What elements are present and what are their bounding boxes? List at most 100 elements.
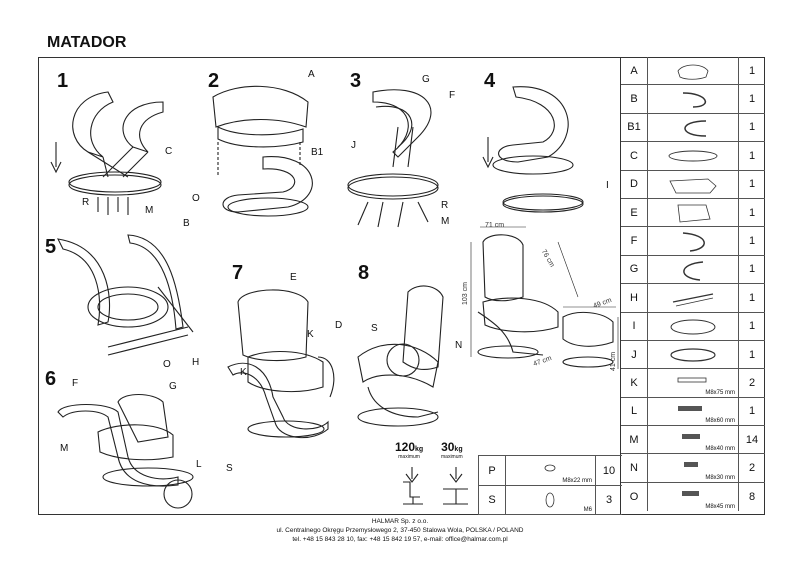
part-letter: G bbox=[621, 255, 648, 284]
part-qty: 8 bbox=[748, 491, 756, 504]
part-bolt-icon: M8x60 mm bbox=[648, 397, 739, 426]
part-letter: K bbox=[621, 369, 648, 397]
part-letter: I bbox=[621, 312, 648, 340]
label-s7-K: K bbox=[307, 329, 314, 340]
dimension-height: 103 cm bbox=[461, 282, 469, 305]
part-letter: B bbox=[621, 85, 648, 113]
dimension-footrest-height: 41 cm bbox=[610, 351, 618, 372]
step-number-5: 5 bbox=[45, 236, 57, 258]
weight-footrest-value: 30 bbox=[441, 440, 455, 454]
weight-chair-note: maximum bbox=[398, 454, 420, 460]
part-seat-icon bbox=[648, 170, 739, 198]
part-letter: S bbox=[478, 486, 506, 514]
part-letter: N bbox=[621, 454, 648, 482]
label-s5-H: H bbox=[192, 357, 200, 368]
label-s3-F: F bbox=[449, 90, 456, 101]
label-s2-B1: B1 bbox=[311, 147, 324, 158]
part-letter: M bbox=[621, 426, 648, 454]
label-s8-N: N bbox=[455, 340, 463, 351]
part-bolt-icon: M8x30 mm bbox=[648, 454, 739, 482]
weight-footrest: 30kg maximum bbox=[441, 440, 463, 460]
label-s1-C: C bbox=[165, 146, 173, 157]
weight-chair-value: 120 bbox=[395, 440, 416, 454]
label-s4-I: I bbox=[606, 180, 609, 191]
step8-drawing bbox=[357, 285, 444, 427]
part-letter: H bbox=[621, 284, 648, 312]
step3-drawing bbox=[347, 89, 439, 228]
part-letter: L bbox=[621, 397, 648, 426]
weight-chair: 120kg maximum bbox=[395, 440, 423, 460]
step-number-7: 7 bbox=[232, 262, 244, 284]
part-qty: 2 bbox=[748, 376, 756, 389]
part-base-arc-icon bbox=[648, 85, 739, 113]
part-bolt-icon: M8x75 mm bbox=[648, 369, 739, 397]
step-number-2: 2 bbox=[208, 70, 220, 92]
label-s6-M: M bbox=[60, 443, 69, 454]
step-number-6: 6 bbox=[45, 368, 57, 390]
part-qty: 1 bbox=[748, 405, 756, 418]
step-number-4: 4 bbox=[484, 70, 496, 92]
part-qty: 2 bbox=[748, 462, 756, 475]
part-bolt-icon: M8x45 mm bbox=[648, 482, 739, 512]
weight-icons bbox=[403, 467, 468, 505]
part-qty: 1 bbox=[748, 178, 756, 191]
part-size: M8x30 mm bbox=[705, 474, 735, 481]
part-letter: E bbox=[621, 198, 648, 227]
part-letter: F bbox=[621, 227, 648, 255]
label-s1-R: R bbox=[82, 197, 90, 208]
step-number-8: 8 bbox=[358, 262, 370, 284]
step5-drawing bbox=[57, 234, 194, 356]
assembly-illustrations bbox=[50, 85, 619, 509]
part-washer-icon: M8x22 mm bbox=[505, 456, 596, 485]
part-letter: A bbox=[621, 57, 648, 85]
step-number-3: 3 bbox=[350, 70, 362, 92]
part-row-O: O M8x45 mm 8 bbox=[621, 482, 765, 512]
footer-company: HALMAR Sp. z o.o. bbox=[371, 518, 429, 525]
label-s6-F: F bbox=[72, 378, 79, 389]
table-divider bbox=[620, 57, 621, 515]
part-backrest-icon bbox=[648, 198, 739, 227]
part-bolt-icon: M8x40 mm bbox=[648, 426, 739, 454]
part-qty: 3 bbox=[605, 494, 613, 506]
part-size: M6 bbox=[583, 507, 592, 513]
footer-address: ul. Centralnego Okręgu Przemysłowego 2, … bbox=[276, 527, 524, 534]
part-size: M8x40 mm bbox=[705, 446, 735, 453]
part-qty: 1 bbox=[748, 348, 756, 361]
part-qty: 1 bbox=[748, 320, 756, 333]
page-title: MATADOR bbox=[47, 34, 127, 51]
part-size: M8x45 mm bbox=[705, 504, 735, 511]
step6-drawing bbox=[57, 393, 194, 509]
part-mechanism-icon bbox=[648, 284, 739, 312]
part-letter: O bbox=[621, 482, 648, 512]
part-qty: 1 bbox=[748, 64, 756, 77]
label-s6-S: S bbox=[226, 463, 233, 474]
part-letter: C bbox=[621, 142, 648, 170]
label-s6-L: L bbox=[196, 459, 202, 470]
label-s7-E: E bbox=[290, 272, 297, 283]
label-s5-O: O bbox=[163, 359, 171, 370]
part-row-S: S M6 3 bbox=[478, 485, 622, 515]
part-qty: 1 bbox=[748, 291, 756, 304]
part-qty: 1 bbox=[748, 263, 756, 276]
dimension-drawing bbox=[470, 226, 619, 369]
weight-footrest-unit: kg bbox=[454, 446, 463, 453]
part-qty: 10 bbox=[602, 464, 616, 477]
label-s2-A: A bbox=[308, 69, 315, 80]
label-s3-G: G bbox=[422, 74, 430, 85]
part-seat-cushion-icon bbox=[648, 57, 739, 85]
part-qty: 1 bbox=[748, 149, 756, 162]
label-s3-J: J bbox=[351, 140, 356, 151]
footer-contact: tel. +48 15 843 28 10, fax: +48 15 842 1… bbox=[292, 536, 508, 543]
part-ring-icon bbox=[648, 340, 739, 369]
part-ring-plate-icon bbox=[648, 142, 739, 170]
